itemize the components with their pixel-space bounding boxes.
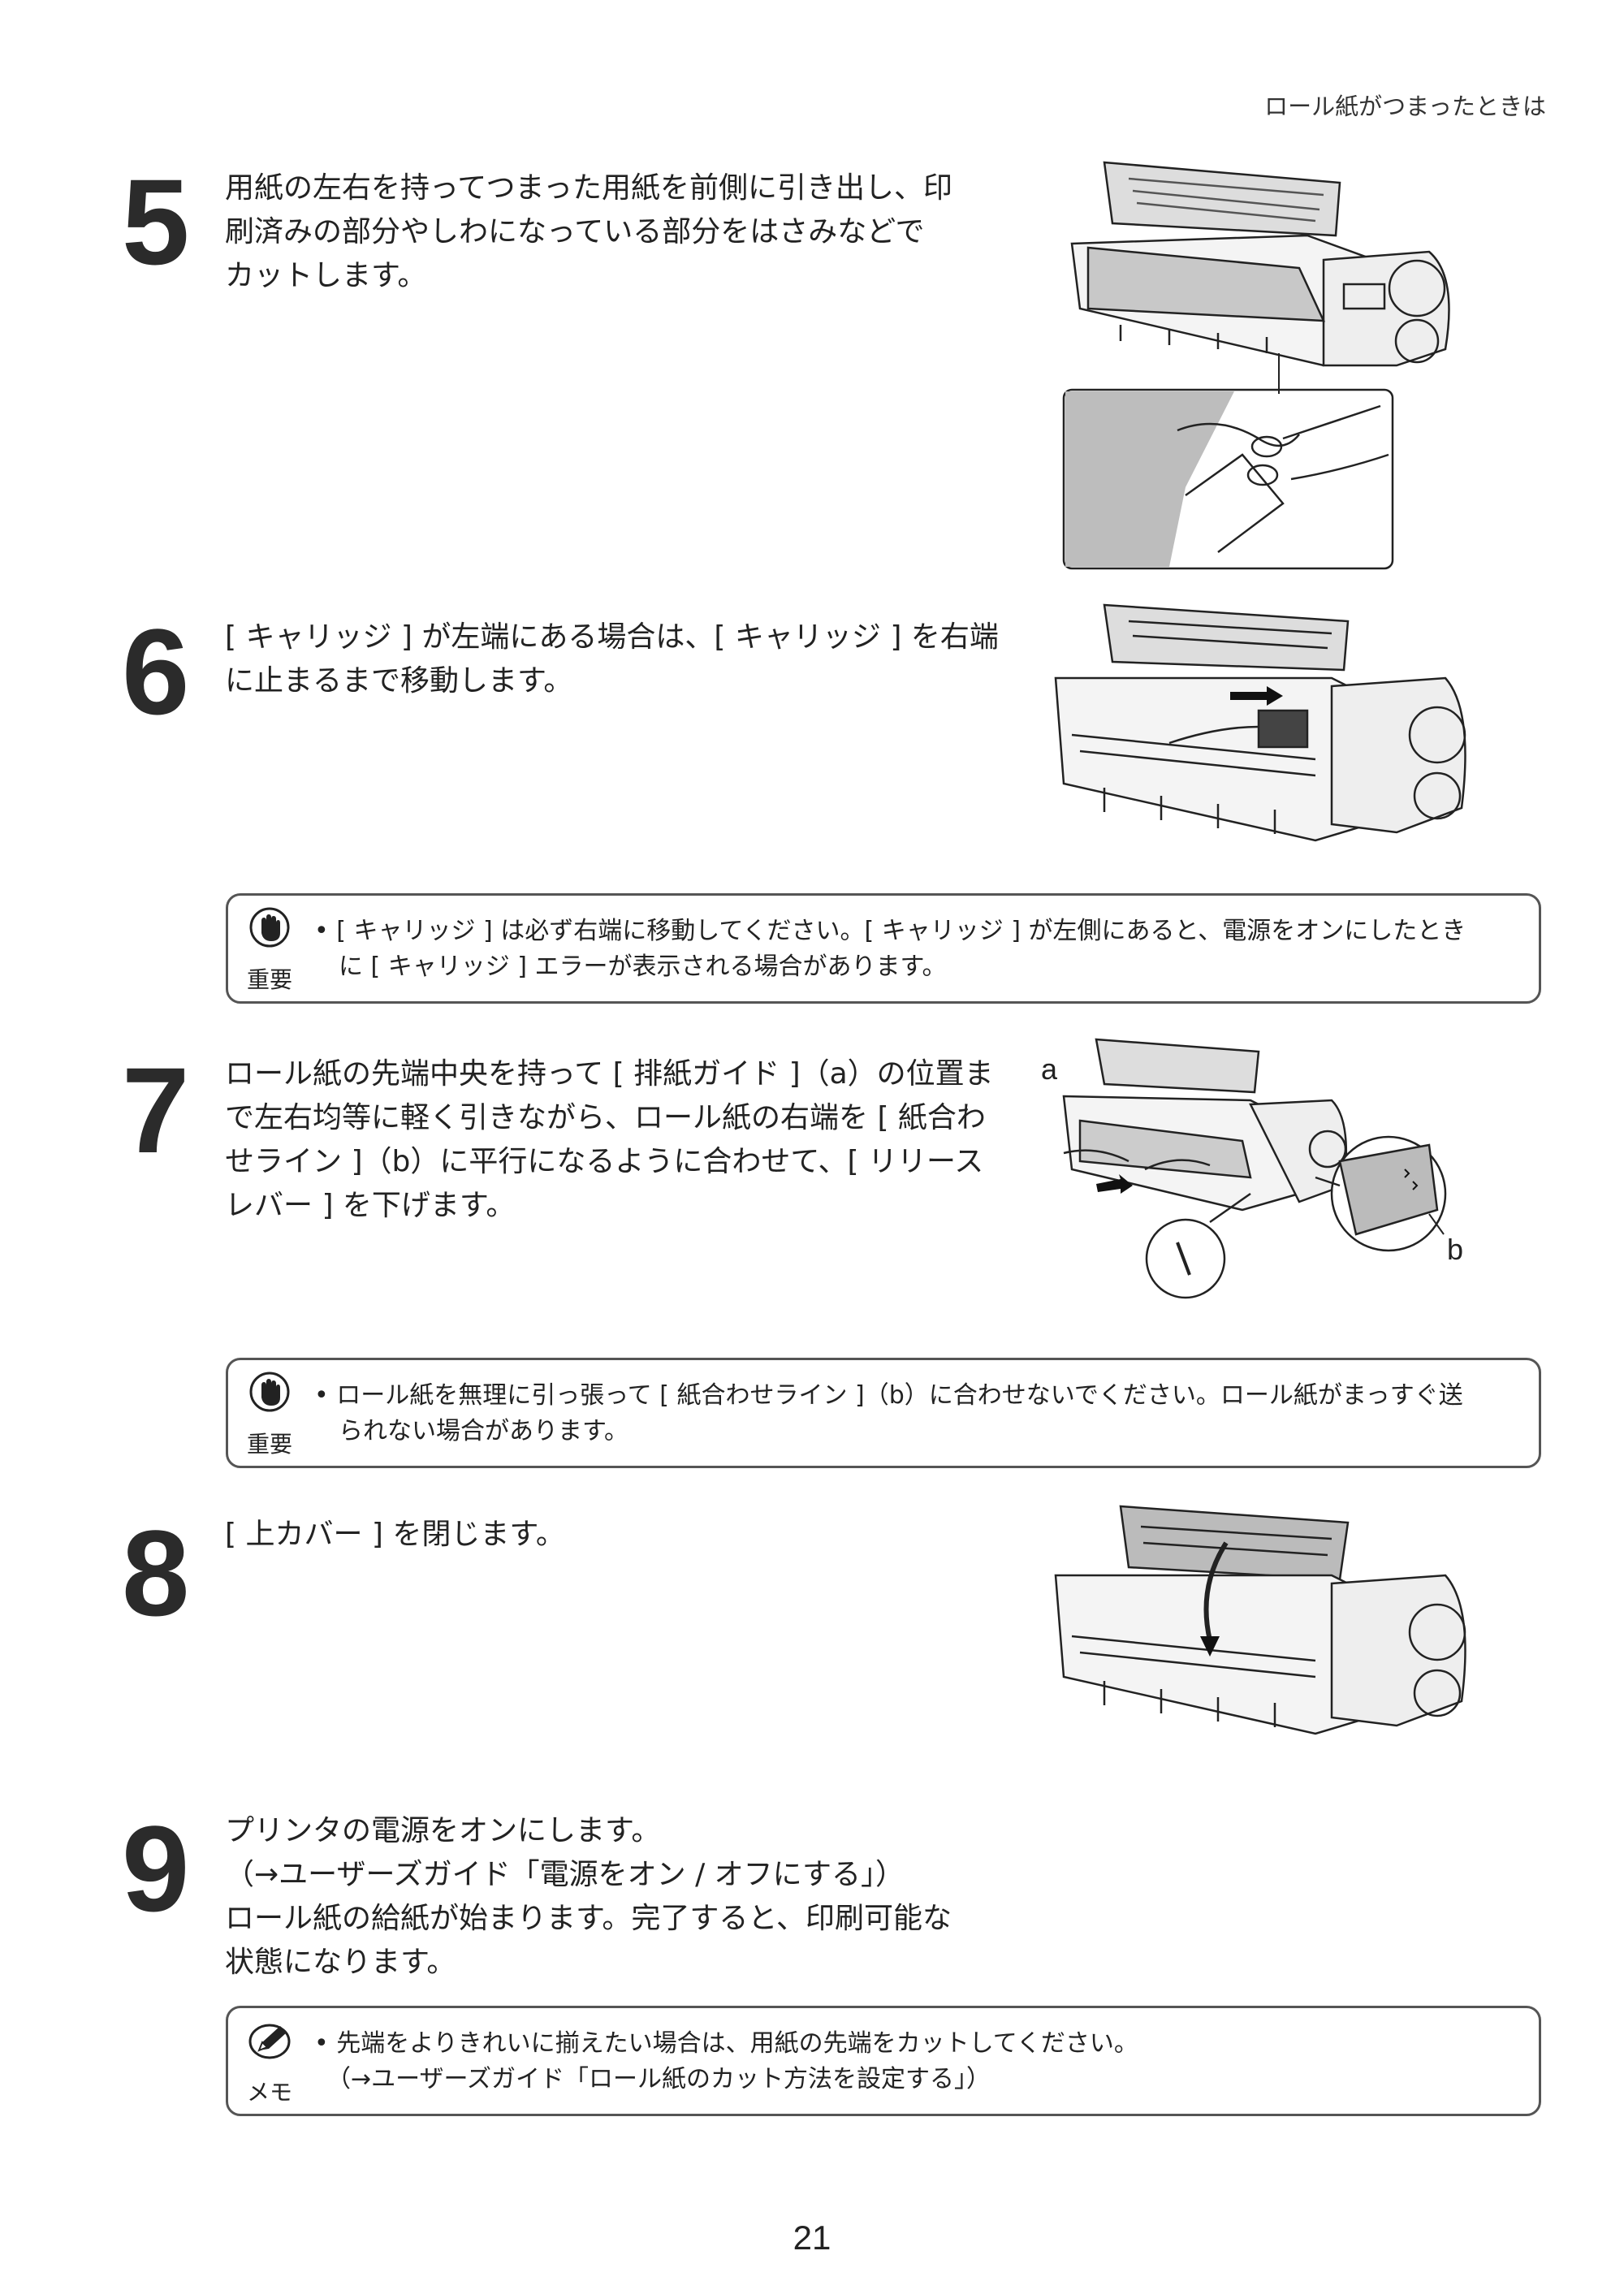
hand-stop-icon bbox=[243, 907, 296, 951]
step-5-text: 用紙の左右を持ってつまった用紙を前側に引き出し、印 刷済みの部分やしわになってい… bbox=[225, 171, 953, 292]
hand-stop-icon bbox=[243, 1372, 296, 1415]
step-5-number: 5 bbox=[122, 153, 189, 290]
page-number: 21 bbox=[793, 2218, 831, 2257]
step-6-number: 6 bbox=[122, 603, 189, 740]
callout-a: a bbox=[1041, 1052, 1058, 1086]
step-7-text: ロール紙の先端中央を持って [ 排紙ガイド ]（a）の位置ま で左右均等に軽く引… bbox=[225, 1057, 994, 1222]
printer-cut-paper-illustration bbox=[1056, 146, 1462, 572]
callout-b: b bbox=[1447, 1233, 1464, 1266]
step-8-text: [ 上カバー ] を閉じます。 bbox=[225, 1518, 565, 1551]
printer-close-cover-illustration bbox=[1039, 1498, 1478, 1766]
step-9-number: 9 bbox=[122, 1800, 189, 1937]
step-8-number: 8 bbox=[122, 1505, 189, 1641]
memo-note-cut: メモ • 先端をよりきれいに揃えたい場合は、用紙の先端をカットしてください。 （… bbox=[226, 2006, 1541, 2116]
step-7-number: 7 bbox=[122, 1042, 189, 1178]
important-note-alignment: 重要 • ロール紙を無理に引っ張って [ 紙合わせライン ]（b）に合わせないで… bbox=[226, 1358, 1541, 1468]
printer-carriage-illustration bbox=[1039, 597, 1478, 865]
step-9-text: プリンタの電源をオンにします。 （→ユーザーズガイド「電源をオン / オフにする… bbox=[225, 1814, 952, 1979]
running-header: ロール紙がつまったときは bbox=[1264, 93, 1546, 120]
step-6-text: [ キャリッジ ] が左端にある場合は、[ キャリッジ ] を右端 に止まるまで… bbox=[225, 620, 999, 698]
important-note-carriage: 重要 • [ キャリッジ ] は必ず右端に移動してください。[ キャリッジ ] … bbox=[226, 893, 1541, 1004]
pencil-icon bbox=[243, 2020, 296, 2063]
printer-align-paper-illustration bbox=[1047, 1031, 1470, 1307]
